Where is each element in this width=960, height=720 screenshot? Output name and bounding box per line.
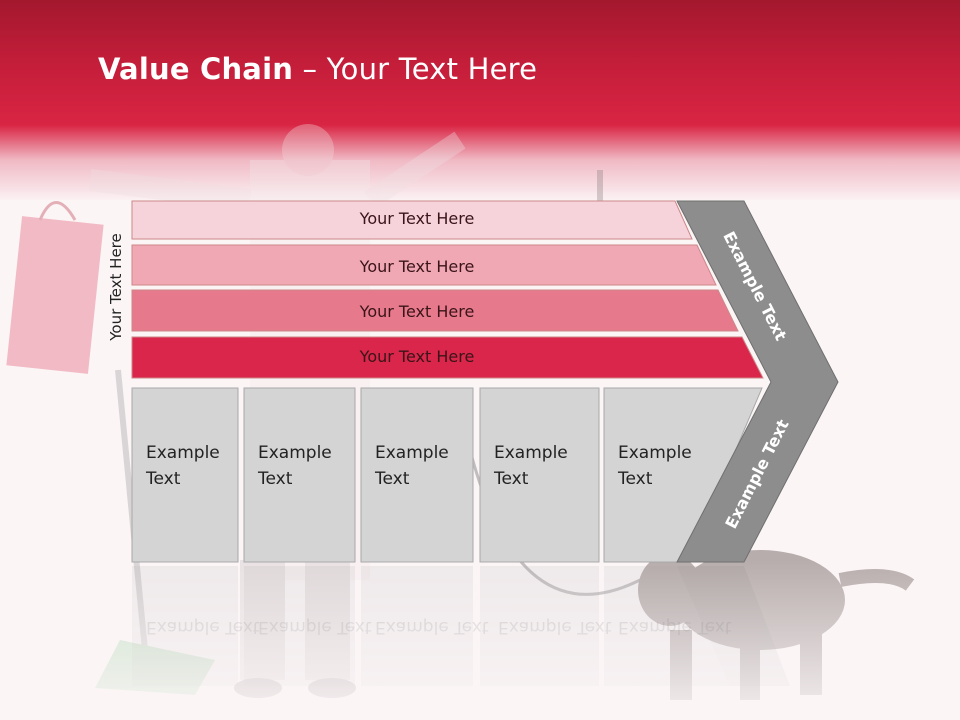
- activity-box-1-content: Example Text: [132, 388, 238, 562]
- activity-box-2-content: Example Text: [244, 388, 355, 562]
- activity-label-5: Example Text: [618, 443, 692, 489]
- row-bar-4: [131, 336, 764, 379]
- row-label-4: Your Text Here: [359, 347, 475, 366]
- row-label-3: Your Text Here: [359, 302, 475, 321]
- side-label: Your Text Here: [107, 233, 125, 341]
- bottom-fade: [0, 560, 960, 720]
- row-bar-2: [131, 244, 717, 286]
- row-bar-3: [131, 289, 739, 332]
- activity-label-3: Example Text: [375, 443, 449, 489]
- row-bar-1: [131, 200, 693, 240]
- header-band: [0, 0, 960, 200]
- activity-box-4-content: Example Text: [480, 388, 599, 562]
- row-label-2: Your Text Here: [359, 257, 475, 276]
- activity-box-1: [131, 387, 239, 563]
- page-title: Value Chain – Your Text Here: [98, 52, 537, 86]
- title-bold: Value Chain: [98, 52, 294, 86]
- activity-box-3-content: Example Text: [361, 388, 473, 562]
- activity-label-4: Example Text: [494, 443, 568, 489]
- activity-box-4: [479, 387, 600, 563]
- activity-box-5-content: Example Text: [604, 388, 724, 562]
- activity-label-1: Example Text: [146, 443, 220, 489]
- title-rest: – Your Text Here: [293, 52, 538, 86]
- activity-box-3: [360, 387, 474, 563]
- activity-label-2: Example Text: [258, 443, 332, 489]
- row-label-1: Your Text Here: [359, 209, 475, 228]
- activity-box-2: [243, 387, 356, 563]
